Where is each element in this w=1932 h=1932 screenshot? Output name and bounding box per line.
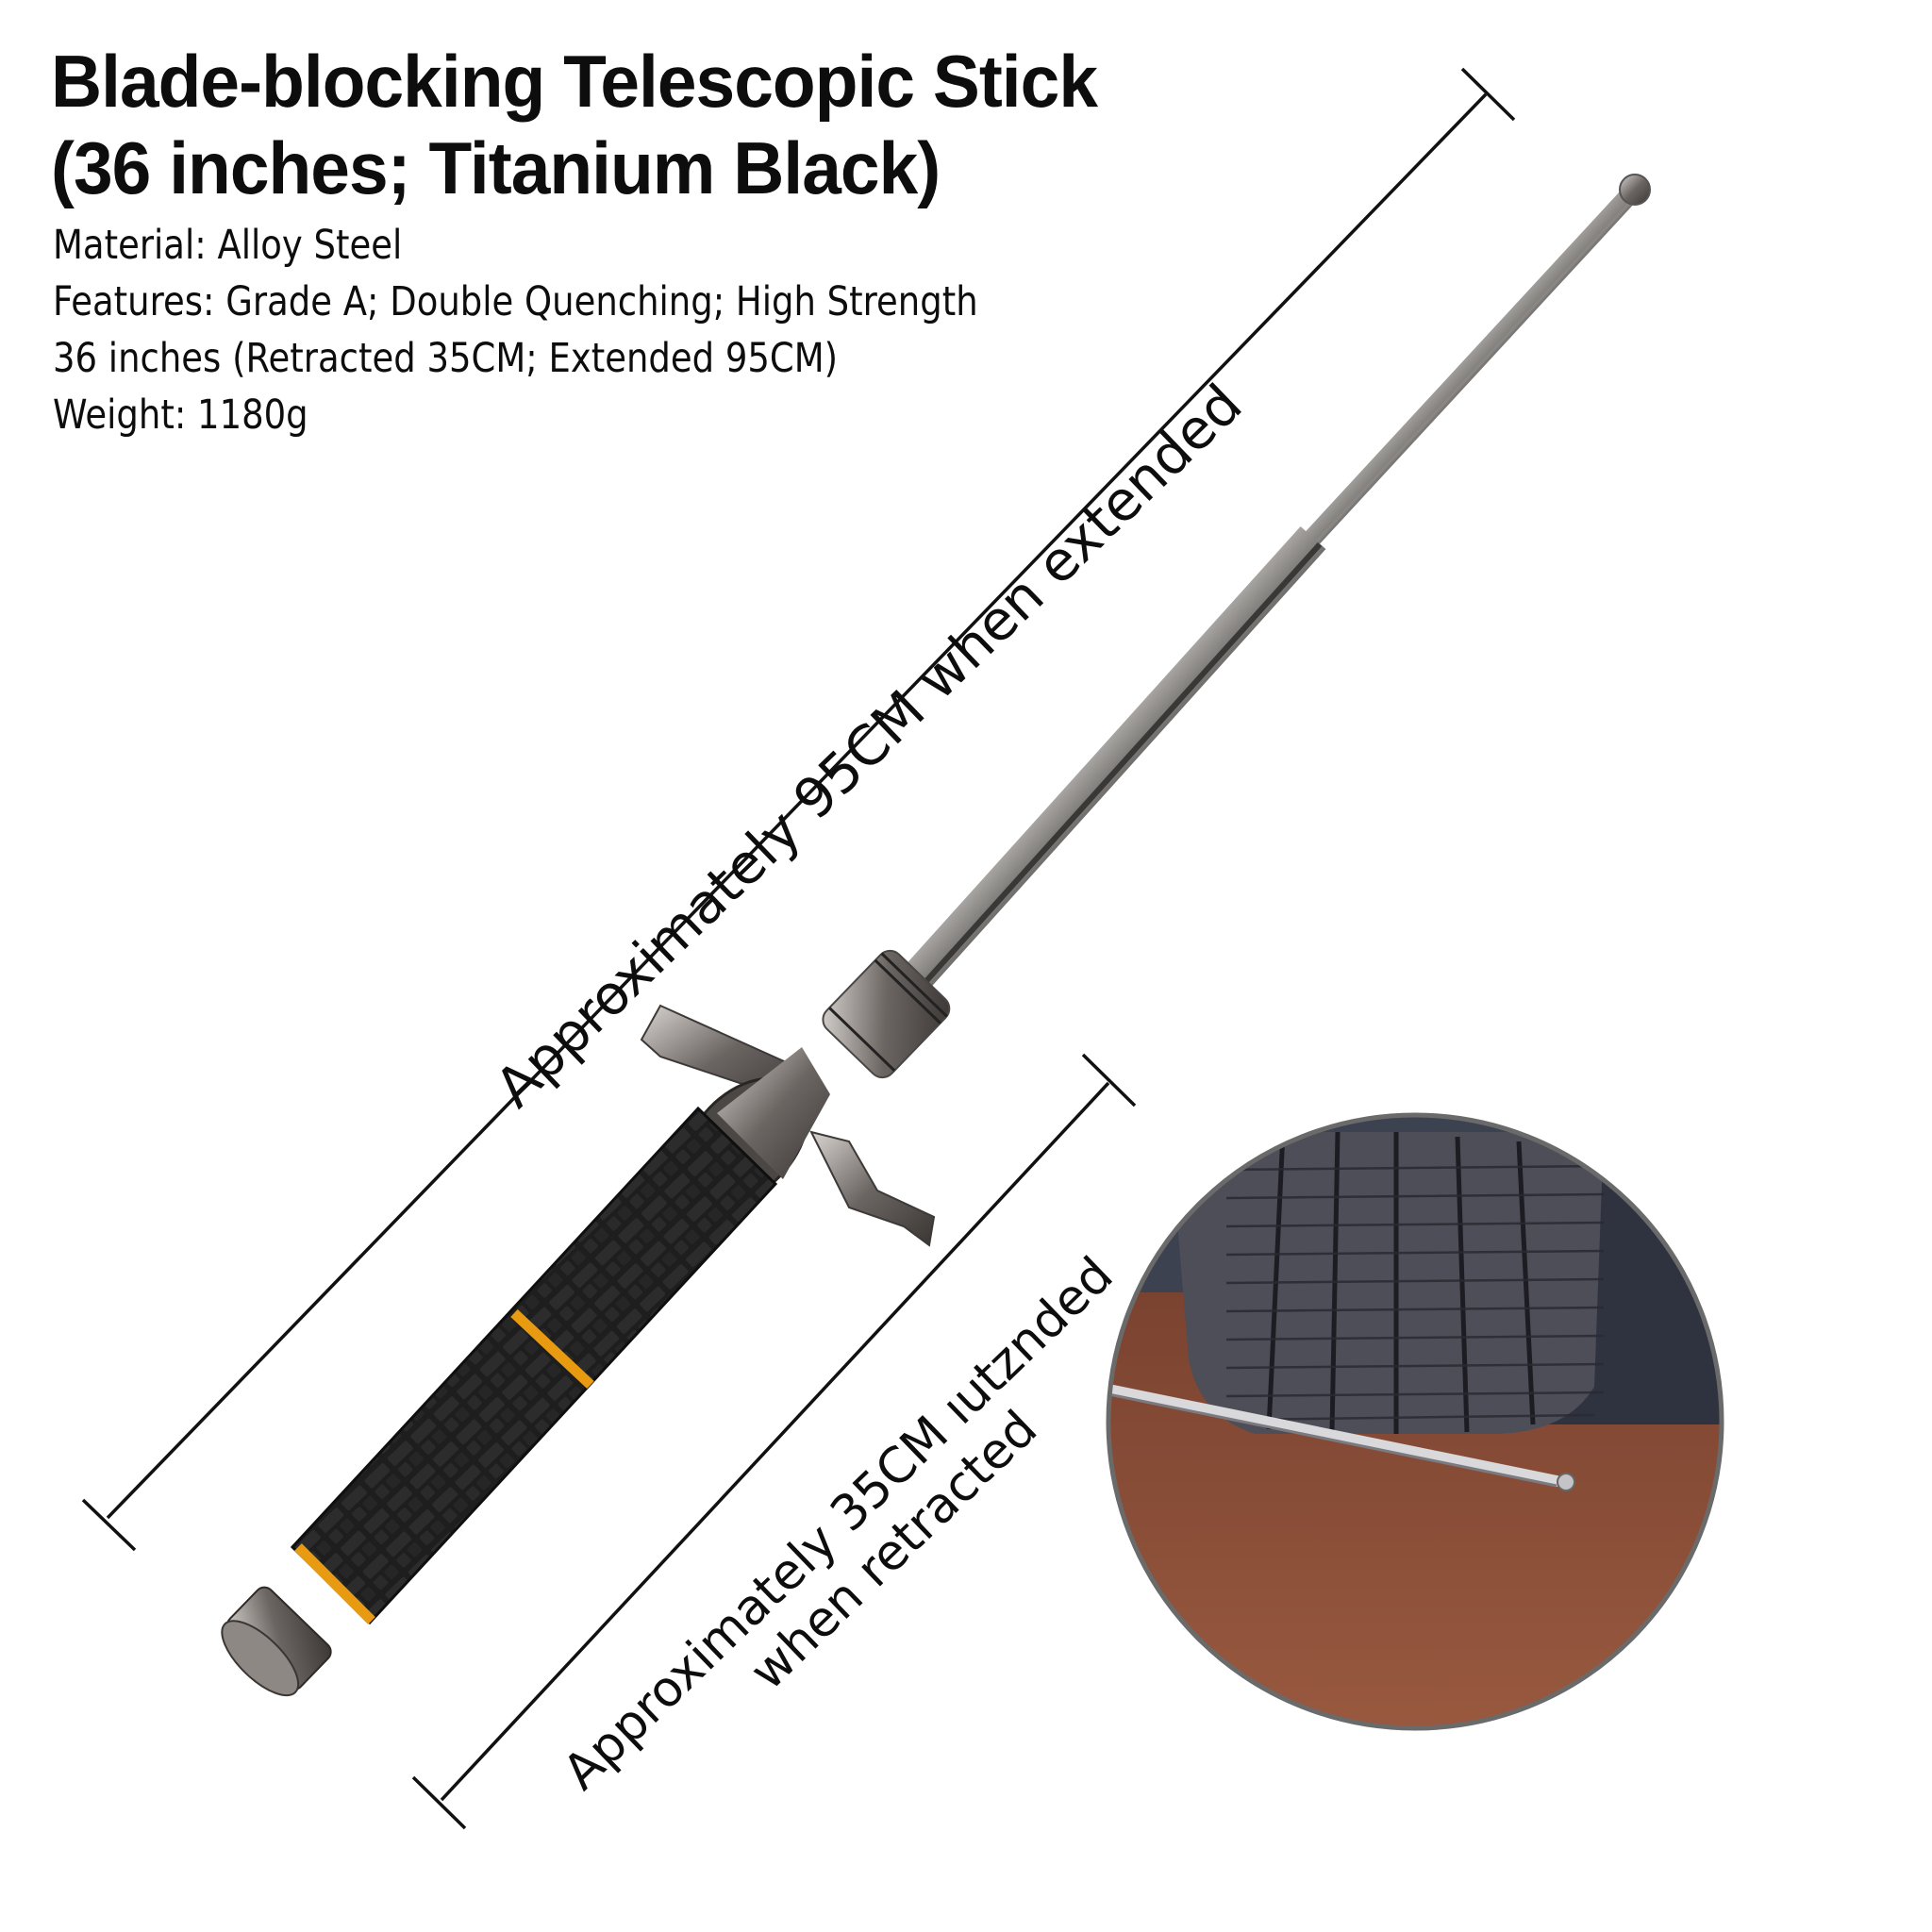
grip-handle bbox=[290, 1106, 778, 1625]
inset-border bbox=[1106, 1112, 1724, 1731]
title-line-2: (36 inches; Titanium Black) bbox=[51, 126, 941, 209]
lock-collar bbox=[822, 949, 951, 1079]
spec-length: 36 inches (Retracted 35CM; Extended 95CM… bbox=[53, 335, 839, 382]
extended-dimension-line bbox=[81, 67, 1516, 1552]
title-line-1: Blade-blocking Telescopic Stick bbox=[51, 40, 1098, 123]
tip-cap bbox=[1619, 174, 1651, 206]
inset-stick bbox=[1108, 1384, 1562, 1487]
retracted-dimension-line bbox=[411, 1053, 1137, 1830]
product-title: Blade-blocking Telescopic Stick (36 inch… bbox=[51, 38, 1098, 211]
spec-list: Material: Alloy Steel Features: Grade A;… bbox=[53, 217, 978, 443]
spec-material: Material: Alloy Steel bbox=[53, 222, 403, 269]
butt-cap bbox=[221, 1586, 332, 1697]
inset-photo-tire bbox=[1106, 1112, 1724, 1731]
telescopic-stick bbox=[221, 174, 1651, 1697]
accent-ring-upper bbox=[510, 1308, 594, 1390]
spec-features: Features: Grade A; Double Quenching; Hig… bbox=[53, 278, 978, 325]
spec-weight: Weight: 1180g bbox=[53, 391, 308, 439]
accent-ring-lower bbox=[294, 1543, 375, 1624]
